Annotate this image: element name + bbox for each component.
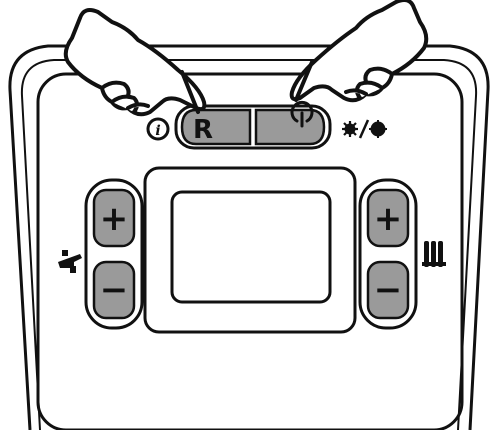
heating-plus-button[interactable]: +: [368, 190, 408, 246]
heating-minus-button[interactable]: −: [368, 262, 408, 318]
tap-faucet-icon: [58, 250, 82, 273]
info-circle-icon: i: [148, 119, 168, 139]
display-screen: [145, 168, 355, 332]
dhw-plus-button[interactable]: +: [94, 190, 134, 246]
heating-minus-label: −: [374, 270, 403, 310]
pointing-hand-icon-right: [292, 0, 427, 100]
dhw-button-group: + −: [86, 180, 142, 328]
svg-text:i: i: [155, 123, 160, 139]
radiator-icon: [422, 241, 446, 267]
reset-label: R: [193, 115, 213, 145]
dhw-plus-label: +: [100, 199, 129, 239]
summer-winter-icon: [342, 120, 387, 138]
reset-button[interactable]: R: [182, 110, 250, 145]
dhw-minus-button[interactable]: −: [94, 262, 134, 318]
dhw-minus-label: −: [100, 270, 129, 310]
pointing-hand-icon: [66, 10, 205, 114]
heating-button-group: + −: [360, 180, 416, 328]
heating-plus-label: +: [374, 199, 403, 239]
